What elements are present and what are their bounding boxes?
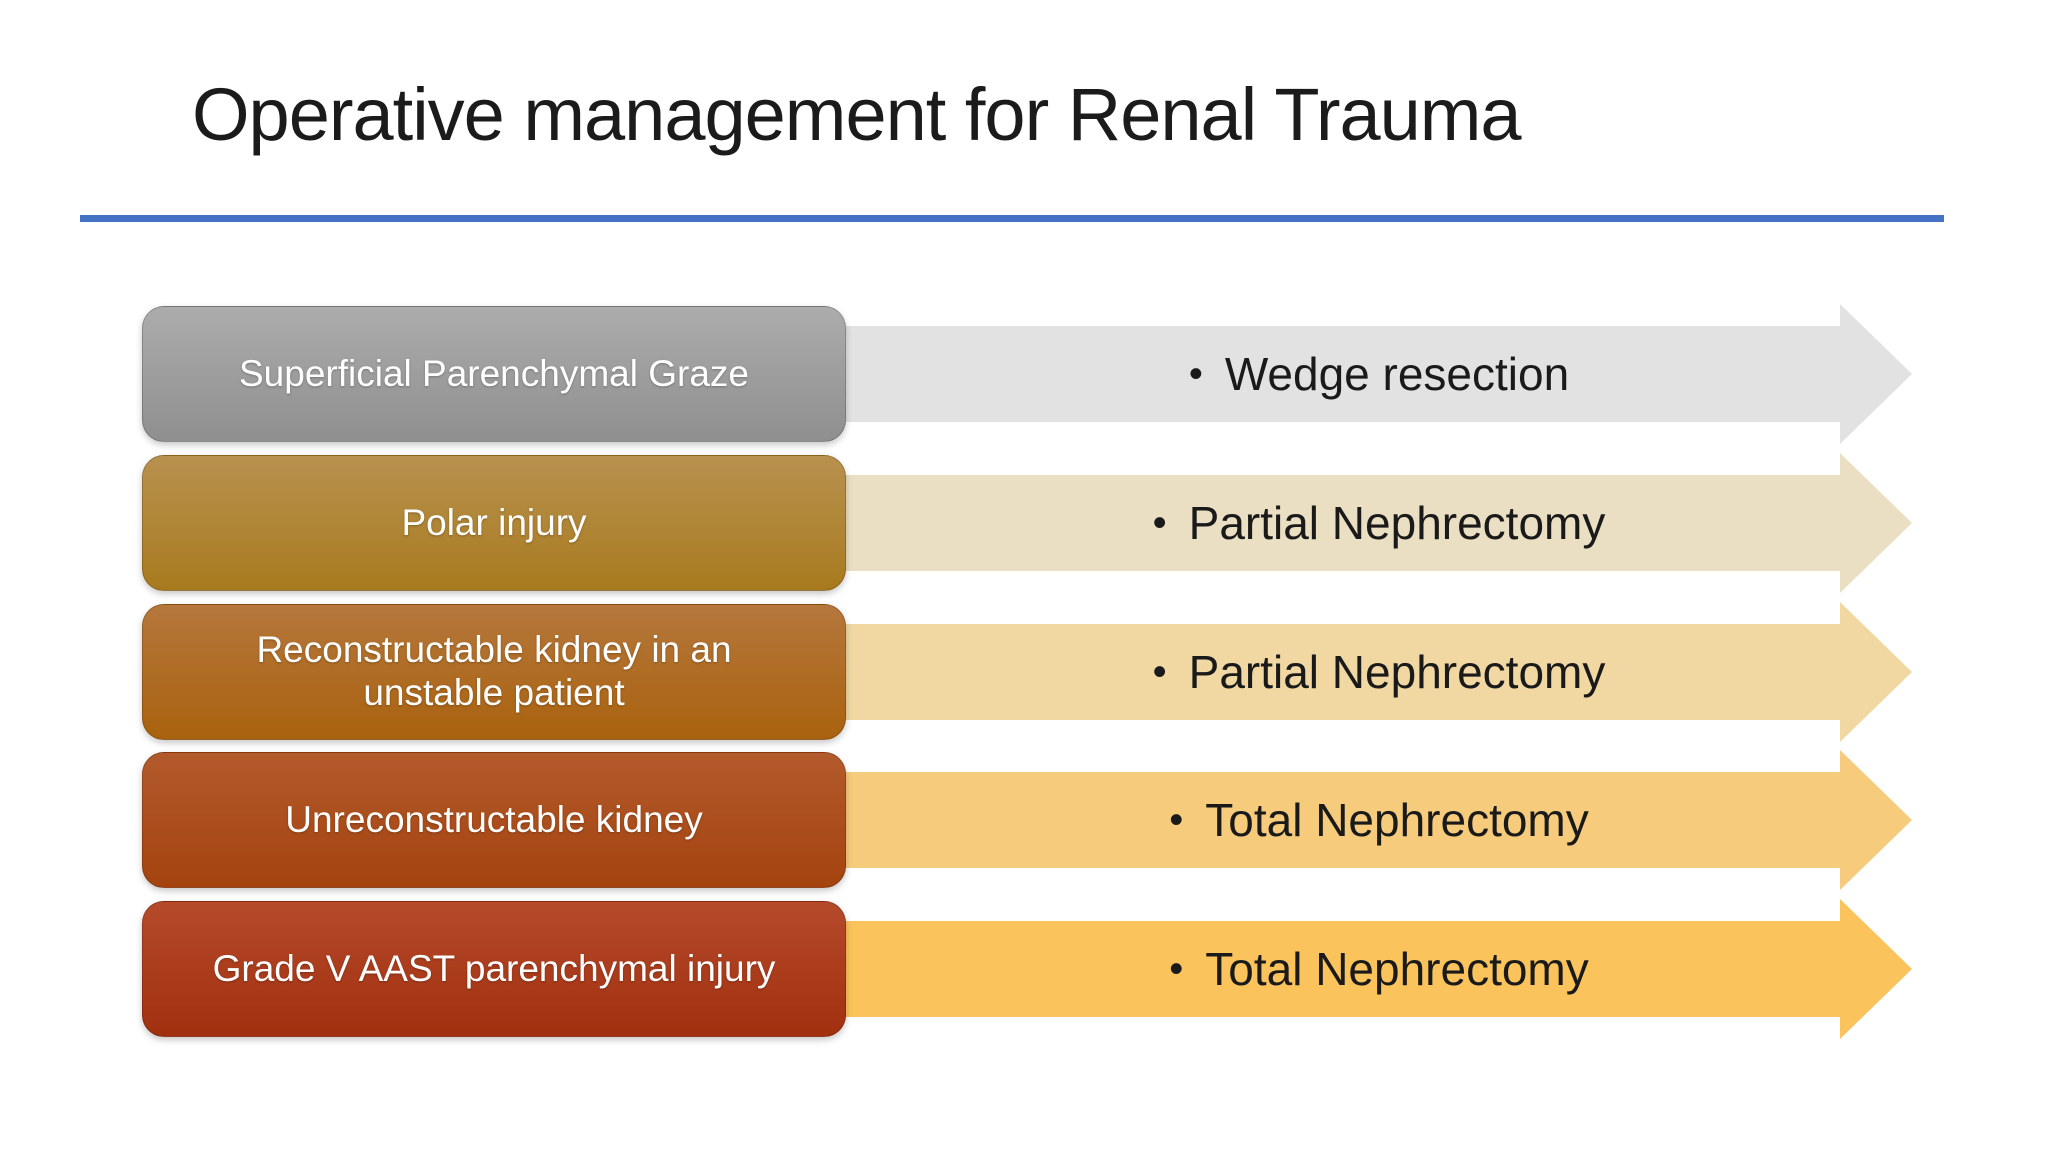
- condition-label: Superficial Parenchymal Graze: [239, 352, 749, 394]
- condition-box: Grade V AAST parenchymal injury: [142, 901, 846, 1037]
- process-row-polar-injury: • Partial Nephrectomy Polar injury: [142, 453, 1932, 593]
- slide-title: Operative management for Renal Trauma: [192, 73, 1522, 156]
- condition-box: Reconstructable kidney in an unstable pa…: [142, 604, 846, 740]
- bullet-marker: •: [1188, 351, 1203, 396]
- treatment-label: Partial Nephrectomy: [1188, 646, 1606, 698]
- title-divider: [80, 215, 1944, 222]
- treatment-text: • Partial Nephrectomy: [846, 604, 1912, 740]
- treatment-label: Total Nephrectomy: [1205, 943, 1589, 995]
- process-row-unreconstructable-kidney: • Total Nephrectomy Unreconstructable ki…: [142, 750, 1932, 890]
- treatment-text: • Total Nephrectomy: [846, 901, 1912, 1037]
- condition-box: Polar injury: [142, 455, 846, 591]
- bullet-marker: •: [1169, 946, 1184, 991]
- condition-label: Polar injury: [401, 501, 587, 543]
- treatment-text: • Total Nephrectomy: [846, 752, 1912, 888]
- condition-label: Unreconstructable kidney: [285, 798, 703, 840]
- treatment-text: • Wedge resection: [846, 306, 1912, 442]
- arrow-shape: [502, 899, 1912, 1039]
- process-row-superficial-graze: • Wedge resection Superficial Parenchyma…: [142, 304, 1932, 444]
- condition-label: Grade V AAST parenchymal injury: [212, 947, 776, 989]
- arrow-shape: [502, 750, 1912, 890]
- bullet-marker: •: [1152, 649, 1167, 694]
- bullet-marker: •: [1169, 797, 1184, 842]
- arrow-shape: [502, 304, 1912, 444]
- process-row-grade-v-injury: • Total Nephrectomy Grade V AAST parench…: [142, 899, 1932, 1039]
- bullet-marker: •: [1152, 500, 1167, 545]
- condition-label: Reconstructable kidney in an unstable pa…: [256, 629, 732, 713]
- process-row-reconstructable-kidney: • Partial Nephrectomy Reconstructable ki…: [142, 602, 1932, 742]
- arrow-shape: [502, 602, 1912, 742]
- condition-box: Unreconstructable kidney: [142, 752, 846, 888]
- treatment-label: Total Nephrectomy: [1205, 794, 1589, 846]
- treatment-label: Partial Nephrectomy: [1188, 497, 1606, 549]
- treatment-label: Wedge resection: [1224, 348, 1570, 400]
- condition-box: Superficial Parenchymal Graze: [142, 306, 846, 442]
- arrow-shape: [502, 453, 1912, 593]
- treatment-text: • Partial Nephrectomy: [846, 455, 1912, 591]
